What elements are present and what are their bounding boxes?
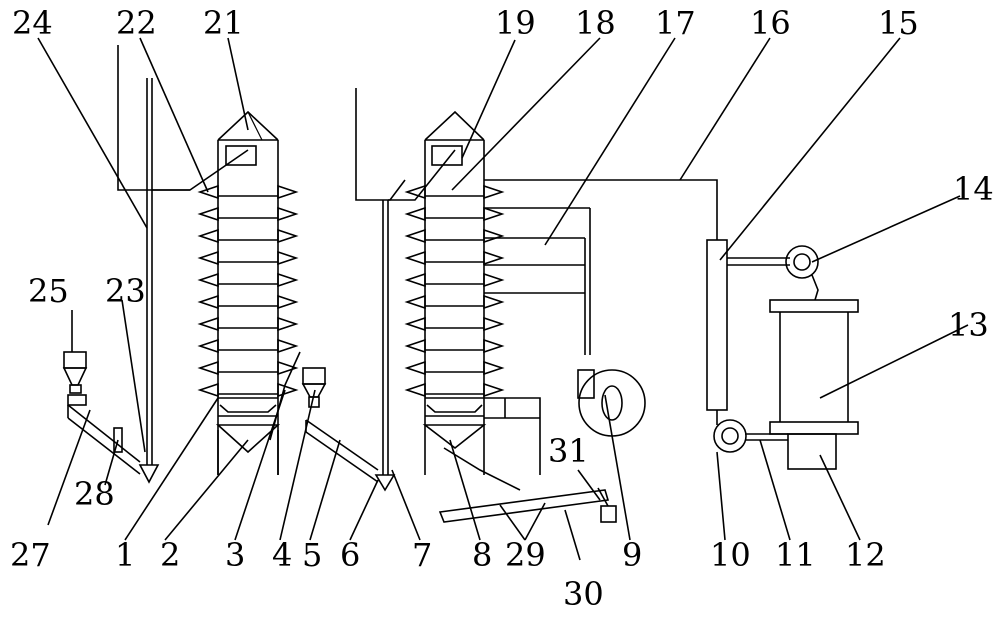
fin — [277, 294, 299, 310]
left-tower — [215, 110, 281, 475]
label-9: 9 — [622, 536, 642, 574]
fin — [404, 294, 426, 310]
fin — [483, 228, 505, 244]
fin — [404, 316, 426, 332]
fin — [197, 206, 219, 222]
labels: 24 22 21 19 18 17 16 15 14 13 25 23 31 2… — [10, 4, 994, 613]
label-25: 25 — [28, 272, 69, 310]
fin — [277, 360, 299, 376]
label-2: 2 — [160, 536, 180, 574]
left-tower-window — [225, 145, 257, 166]
fin — [197, 228, 219, 244]
fin — [483, 184, 505, 200]
label-16: 16 — [750, 4, 791, 42]
left-tower-fins — [197, 184, 299, 398]
label-11: 11 — [775, 536, 816, 574]
fan-10 — [713, 419, 788, 453]
fin — [404, 184, 426, 200]
fin — [483, 360, 505, 376]
label-29: 29 — [505, 536, 546, 574]
label-23: 24 — [12, 4, 53, 42]
label-15: 15 — [878, 4, 919, 42]
fin — [404, 228, 426, 244]
fin — [483, 206, 505, 222]
fin — [197, 294, 219, 310]
box-12 — [787, 433, 837, 470]
left-elevator — [117, 45, 249, 484]
fin — [197, 382, 219, 398]
label-3: 3 — [225, 536, 245, 574]
column-15 — [706, 239, 728, 425]
label-6: 6 — [340, 536, 360, 574]
fin — [277, 382, 299, 398]
bottom-conveyor — [438, 397, 617, 523]
label-28: 28 — [74, 475, 115, 513]
label-27: 27 — [10, 536, 51, 574]
fin — [197, 338, 219, 354]
label-14: 14 — [953, 170, 994, 208]
left-feeder — [62, 351, 141, 475]
label-4: 4 — [272, 536, 292, 574]
label-10: 10 — [710, 536, 751, 574]
fin — [404, 338, 426, 354]
fin — [197, 250, 219, 266]
fin — [483, 338, 505, 354]
middle-elevator — [355, 88, 456, 492]
label-8: 8 — [472, 536, 492, 574]
label-13: 13 — [948, 306, 989, 344]
fin — [483, 250, 505, 266]
leader-lines — [37, 37, 969, 561]
label-12: 12 — [845, 536, 886, 574]
fin — [404, 272, 426, 288]
fin — [197, 316, 219, 332]
label-1: 1 — [115, 536, 135, 574]
fin — [483, 294, 505, 310]
fin — [277, 316, 299, 332]
label-30: 30 — [563, 575, 604, 613]
pipe-16 — [484, 179, 718, 240]
fin — [404, 250, 426, 266]
tank-13 — [769, 299, 859, 435]
fan-14 — [727, 245, 819, 301]
fin — [277, 250, 299, 266]
fin — [277, 184, 299, 200]
label-17: 17 — [655, 4, 696, 42]
fin — [197, 184, 219, 200]
fin — [277, 228, 299, 244]
label-22: 22 — [116, 4, 157, 42]
fin — [277, 272, 299, 288]
fan-9 — [577, 369, 646, 437]
fin — [483, 382, 505, 398]
fin — [197, 272, 219, 288]
fin — [483, 272, 505, 288]
label-31: 31 — [548, 432, 589, 470]
ducts-17 — [484, 207, 591, 355]
label-19: 19 — [495, 4, 536, 42]
label-18: 18 — [575, 4, 616, 42]
label-5: 5 — [302, 536, 322, 574]
fin — [404, 206, 426, 222]
fin — [404, 382, 426, 398]
fin — [483, 316, 505, 332]
right-tower-window — [431, 145, 463, 166]
fin — [277, 338, 299, 354]
fin — [197, 360, 219, 376]
label-24: 23 — [105, 272, 146, 310]
right-tower-fins — [404, 184, 505, 398]
label-7: 7 — [412, 536, 432, 574]
fin — [277, 206, 299, 222]
label-21: 21 — [203, 4, 244, 42]
fin — [404, 360, 426, 376]
